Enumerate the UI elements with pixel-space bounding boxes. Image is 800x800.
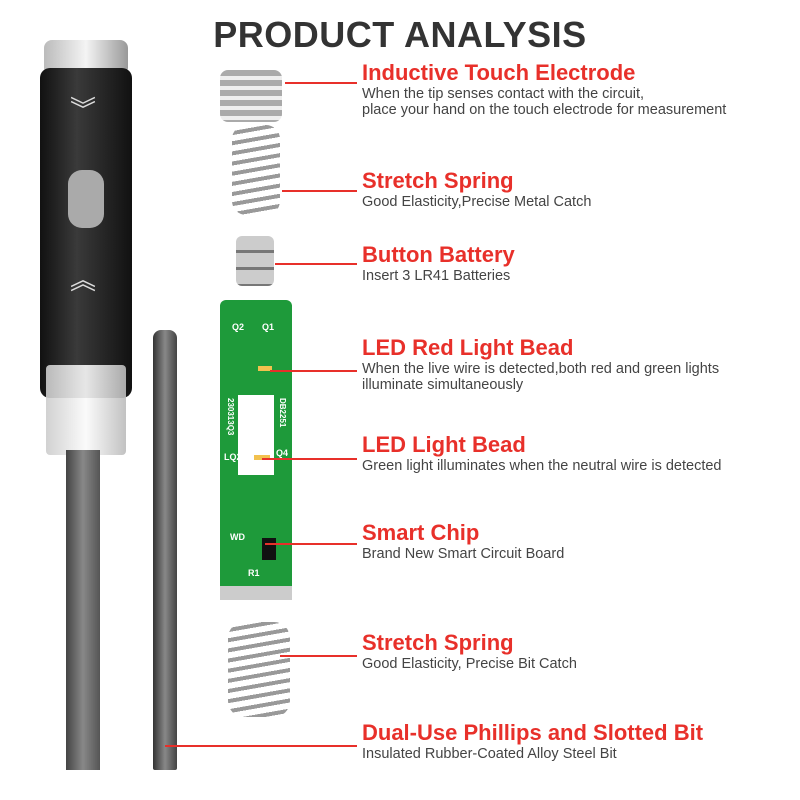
- spring-top: [232, 125, 280, 215]
- leader-line: [270, 370, 357, 372]
- leader-line: [280, 655, 357, 657]
- chevron-up-icon: ︽: [70, 265, 97, 295]
- feature-touch-electrode: Inductive Touch Electrode When the tip s…: [362, 60, 726, 118]
- circuit-board: Q2 Q1 230313Q3 DB2251 Q4 LQ2 WD R1: [220, 300, 292, 600]
- double-ended-bit: [153, 330, 177, 770]
- spring-bottom: [228, 622, 290, 717]
- feature-desc: When the live wire is detected,both red …: [362, 361, 720, 393]
- pcb-label-r1: R1: [248, 568, 260, 578]
- touch-electrode-window: [68, 170, 104, 228]
- leader-line: [285, 82, 357, 84]
- feature-smart-chip: Smart Chip Brand New Smart Circuit Board: [362, 520, 564, 562]
- feature-desc: Good Elasticity,Precise Metal Catch: [362, 194, 592, 210]
- pcb-label-wd: WD: [230, 532, 245, 542]
- feature-title: LED Light Bead: [362, 432, 526, 457]
- leader-line: [165, 745, 357, 747]
- pcb-label-q2: Q2: [232, 322, 245, 332]
- feature-dual-bit: Dual-Use Phillips and Slotted Bit Insula…: [362, 720, 703, 762]
- screwdriver-handle: ︾ ︽: [40, 40, 132, 455]
- feature-led-green: LED Light Bead Green light illuminates w…: [362, 432, 721, 474]
- touch-electrode-cap: [220, 70, 282, 122]
- pcb-label-q1: Q1: [262, 322, 275, 332]
- feature-title: LED Red Light Bead: [362, 335, 574, 360]
- leader-line: [282, 190, 357, 192]
- smart-chip: [262, 538, 276, 560]
- feature-stretch-spring-2: Stretch Spring Good Elasticity, Precise …: [362, 630, 577, 672]
- feature-desc: When the tip senses contact with the cir…: [362, 86, 727, 118]
- feature-title: Dual-Use Phillips and Slotted Bit: [362, 720, 704, 745]
- leader-line: [275, 263, 357, 265]
- feature-desc: Brand New Smart Circuit Board: [362, 546, 565, 562]
- feature-led-red: LED Red Light Bead When the live wire is…: [362, 335, 719, 393]
- chevron-down-icon: ︾: [70, 95, 97, 125]
- pcb-label-lq2: LQ2: [224, 452, 242, 462]
- pcb-label-230313q3: 230313Q3: [226, 398, 235, 436]
- feature-desc: Good Elasticity, Precise Bit Catch: [362, 656, 577, 672]
- screwdriver-shaft: [66, 450, 100, 770]
- leader-line: [262, 458, 357, 460]
- feature-button-battery: Button Battery Insert 3 LR41 Batteries: [362, 242, 515, 284]
- feature-title: Stretch Spring: [362, 630, 514, 655]
- feature-stretch-spring: Stretch Spring Good Elasticity,Precise M…: [362, 168, 591, 210]
- feature-desc: Green light illuminates when the neutral…: [362, 458, 722, 474]
- green-led: [254, 455, 270, 460]
- red-led: [258, 366, 272, 371]
- leader-line: [265, 543, 357, 545]
- pcb-label-db2251: DB2251: [278, 398, 287, 428]
- page-title: PRODUCT ANALYSIS: [213, 14, 587, 55]
- feature-title: Inductive Touch Electrode: [362, 60, 636, 85]
- feature-title: Button Battery: [362, 242, 515, 267]
- feature-title: Smart Chip: [362, 520, 480, 545]
- feature-desc: Insulated Rubber-Coated Alloy Steel Bit: [362, 746, 617, 762]
- feature-title: Stretch Spring: [362, 168, 514, 193]
- button-batteries: [236, 236, 274, 286]
- pcb-label-q4: Q4: [276, 448, 289, 458]
- feature-desc: Insert 3 LR41 Batteries: [362, 268, 511, 284]
